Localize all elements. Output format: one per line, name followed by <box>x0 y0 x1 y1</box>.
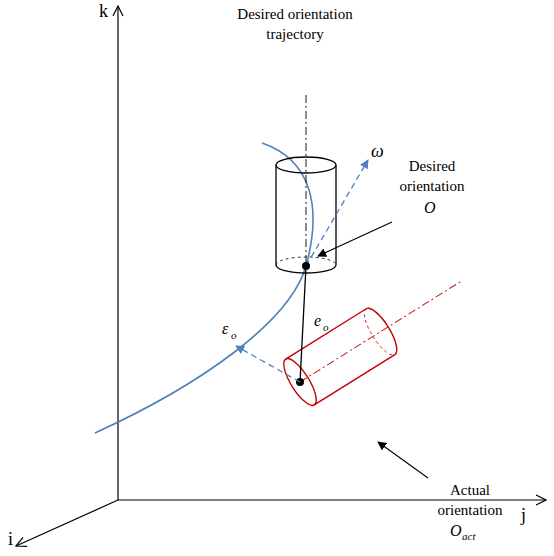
error-symbol: e <box>314 310 321 331</box>
orientation-symbol: O <box>450 520 462 541</box>
desired-axis <box>306 95 307 266</box>
desired-orientation-label: Desired orientation <box>388 156 476 196</box>
orientation-subscript: act <box>462 528 475 544</box>
axis-label: k <box>99 0 108 23</box>
desired-cylinder <box>276 157 336 273</box>
actual-orientation-label: Actual orientation <box>420 480 520 520</box>
error-subscript: o <box>323 319 329 335</box>
trajectory-curve <box>95 143 313 433</box>
position-error-line <box>300 266 306 382</box>
axis-label: i <box>8 528 13 551</box>
actual-cylinder <box>278 258 475 409</box>
desired-point <box>302 262 310 270</box>
trajectory-label: Desired orientation trajectory <box>225 4 365 44</box>
error-symbol: ε <box>222 318 228 339</box>
orientation-symbol: O <box>424 197 436 218</box>
error-subscript: o <box>231 327 237 343</box>
i-axis <box>16 500 118 546</box>
actual-leader <box>378 442 428 478</box>
angular-velocity-arrow <box>306 160 368 266</box>
orientation-error-arrow <box>236 346 300 382</box>
axes <box>16 6 546 546</box>
desired-leader <box>318 222 392 256</box>
axis-label: j <box>521 504 526 527</box>
j-axis <box>118 499 546 500</box>
angular-velocity-symbol: ω <box>371 140 384 163</box>
k-axis <box>117 6 118 500</box>
